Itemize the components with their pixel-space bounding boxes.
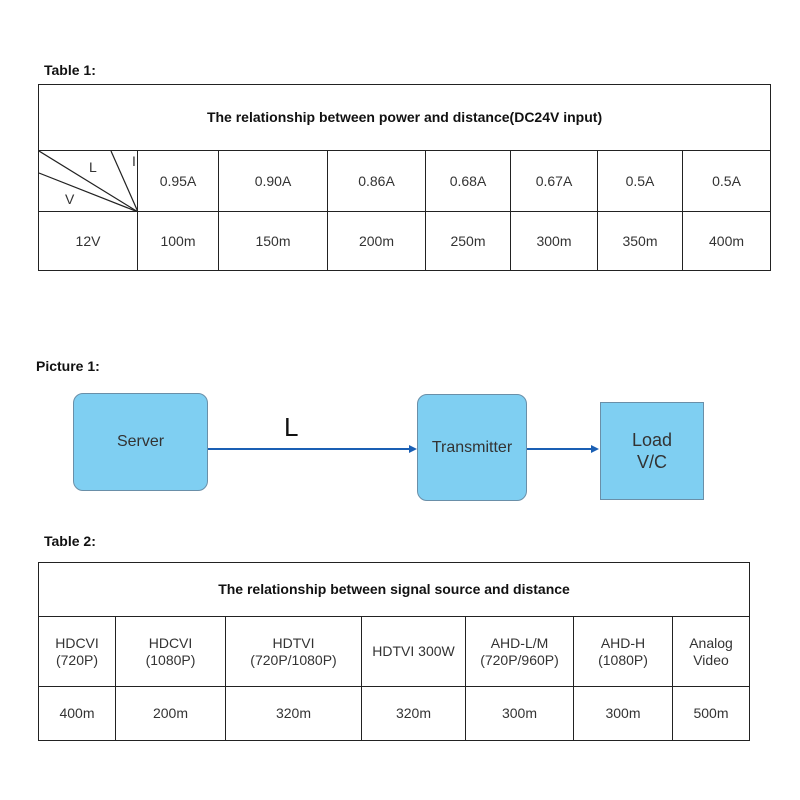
signal-distance-cell: 200m — [115, 686, 226, 741]
table2-caption: Table 2: — [44, 533, 96, 549]
server-label: Server — [116, 433, 165, 450]
table1-caption: Table 1: — [44, 62, 96, 78]
signal-distance-cell: 320m — [361, 686, 466, 741]
server-to-transmitter-line — [208, 448, 410, 450]
signal-distance-cell: 400m — [38, 686, 116, 741]
current-cell: 0.86A — [327, 150, 426, 212]
table1-corner-cell: L I V — [38, 150, 138, 212]
transmitter-label: Transmitter — [431, 438, 513, 456]
voltage-cell: 12V — [38, 211, 138, 271]
distance-cell: 400m — [681, 211, 772, 271]
signal-header-cell: HDTVI(720P/1080P) — [225, 616, 362, 687]
corner-label-v: V — [65, 191, 75, 207]
signal-header-cell: HDCVI(1080P) — [115, 616, 226, 687]
current-cell: 0.67A — [510, 150, 598, 212]
current-cell: 0.90A — [218, 150, 328, 212]
load-label: Load V/C — [632, 429, 672, 473]
load-box: Load V/C — [600, 402, 704, 500]
transmitter-box: Transmitter — [417, 394, 527, 501]
arrow-head-icon — [591, 444, 599, 453]
current-cell: 0.68A — [425, 150, 511, 212]
signal-header-cell: HDTVI 300W — [361, 616, 466, 687]
distance-cell: 100m — [137, 211, 219, 271]
picture1-caption: Picture 1: — [36, 358, 100, 374]
server-box: Server — [73, 393, 208, 491]
current-cell: 0.95A — [137, 150, 219, 212]
length-label: L — [284, 412, 299, 442]
arrow-head-icon — [409, 444, 417, 453]
current-cell: 0.5A — [681, 150, 772, 212]
signal-distance-cell: 500m — [671, 686, 751, 741]
signal-distance-cell: 300m — [465, 686, 574, 741]
current-cell: 0.5A — [597, 150, 683, 212]
table2: The relationship between signal source a… — [37, 562, 751, 741]
load-label-line2: V/C — [636, 452, 667, 472]
signal-header-cell: AHD-H(1080P) — [573, 616, 673, 687]
distance-cell: 150m — [218, 211, 328, 271]
signal-header-cell: HDCVI(720P) — [38, 616, 116, 687]
corner-diagonals — [39, 151, 138, 212]
corner-label-i: I — [132, 153, 136, 169]
table1-title: The relationship between power and dista… — [37, 84, 772, 151]
transmitter-to-load-line — [527, 448, 592, 450]
signal-header-cell: AHD-L/M(720P/960P) — [465, 616, 574, 687]
distance-cell: 350m — [597, 211, 683, 271]
distance-cell: 200m — [327, 211, 426, 271]
corner-label-l: L — [89, 159, 97, 175]
distance-cell: 250m — [425, 211, 511, 271]
table1: The relationship between power and dista… — [37, 84, 772, 271]
signal-distance-cell: 320m — [225, 686, 362, 741]
load-label-line1: Load — [631, 430, 673, 450]
table2-title: The relationship between signal source a… — [37, 562, 751, 617]
signal-distance-cell: 300m — [573, 686, 673, 741]
distance-cell: 300m — [510, 211, 598, 271]
